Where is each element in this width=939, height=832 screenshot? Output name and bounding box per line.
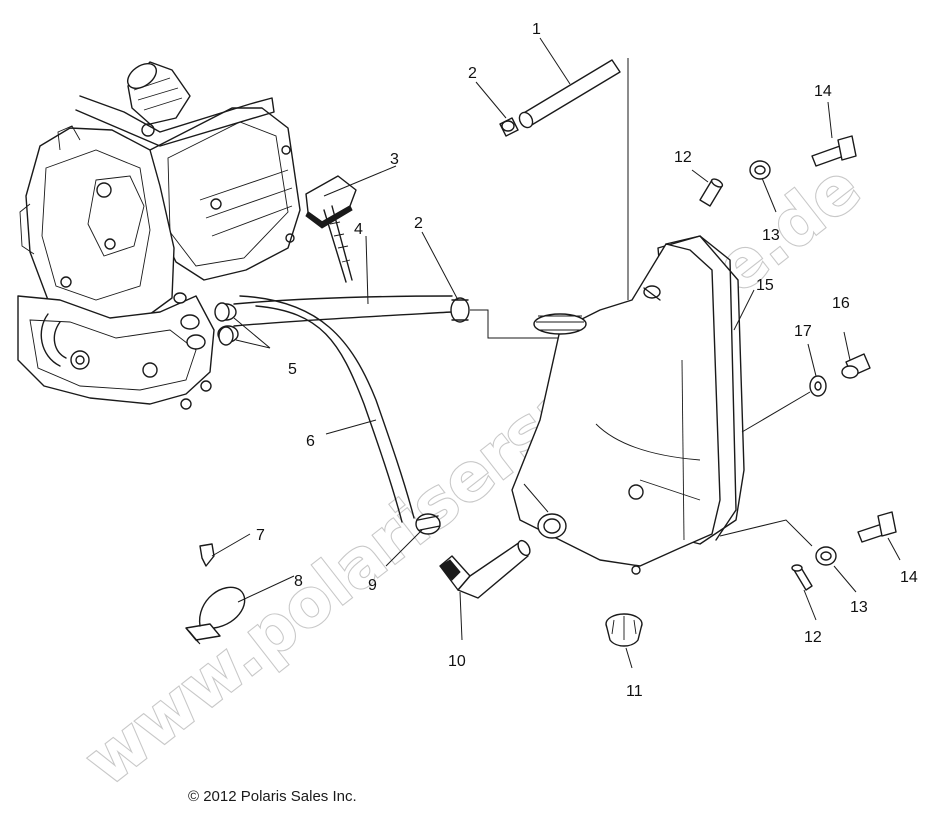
hardware-top-right — [699, 135, 857, 207]
callout-13-top: 13 — [762, 227, 780, 244]
callout-8: 8 — [294, 573, 303, 590]
elbow-fitting-10 — [439, 539, 531, 599]
clamp-2-top — [499, 117, 519, 137]
copyright-notice: © 2012 Polaris Sales Inc. — [188, 788, 357, 805]
callout-10: 10 — [448, 653, 466, 670]
callout-6: 6 — [306, 433, 315, 450]
callout-11: 11 — [626, 683, 643, 700]
engine-assembly — [17, 61, 301, 410]
callout-7: 7 — [256, 527, 265, 544]
dipstick-3 — [305, 175, 357, 283]
leader-lines — [211, 37, 901, 669]
callout-14-top: 14 — [814, 83, 832, 100]
fitting-16 — [841, 353, 871, 379]
callout-labels: 1 2 3 2 4 5 6 7 8 9 10 11 12 13 14 15 16… — [256, 21, 918, 700]
hardware-bottom-right — [719, 511, 897, 591]
callout-4: 4 — [354, 221, 363, 238]
callout-13-bottom: 13 — [850, 599, 868, 616]
clamp-9 — [415, 513, 441, 535]
callout-16: 16 — [832, 295, 850, 312]
clamps-5 — [214, 302, 234, 346]
hose-6 — [239, 295, 415, 523]
washer-17 — [741, 375, 827, 433]
callout-5: 5 — [288, 361, 297, 378]
clamp-8 — [185, 586, 246, 645]
callout-12-bottom: 12 — [804, 629, 822, 646]
callout-2-top: 2 — [468, 65, 477, 82]
vent-tube-1 — [518, 58, 629, 300]
callout-12-top: 12 — [674, 149, 692, 166]
callout-3: 3 — [390, 151, 399, 168]
callout-9: 9 — [368, 577, 377, 594]
callout-1: 1 — [532, 21, 541, 38]
filter-cap-11 — [605, 613, 643, 647]
callout-15: 15 — [756, 277, 774, 294]
clamp-2-hose — [450, 297, 574, 339]
hose-4 — [233, 295, 453, 327]
screw-7 — [199, 543, 215, 567]
callout-14-bottom: 14 — [900, 569, 918, 586]
oil-tank-15 — [511, 235, 755, 575]
callout-17: 17 — [794, 323, 812, 340]
callout-2-hose: 2 — [414, 215, 423, 232]
